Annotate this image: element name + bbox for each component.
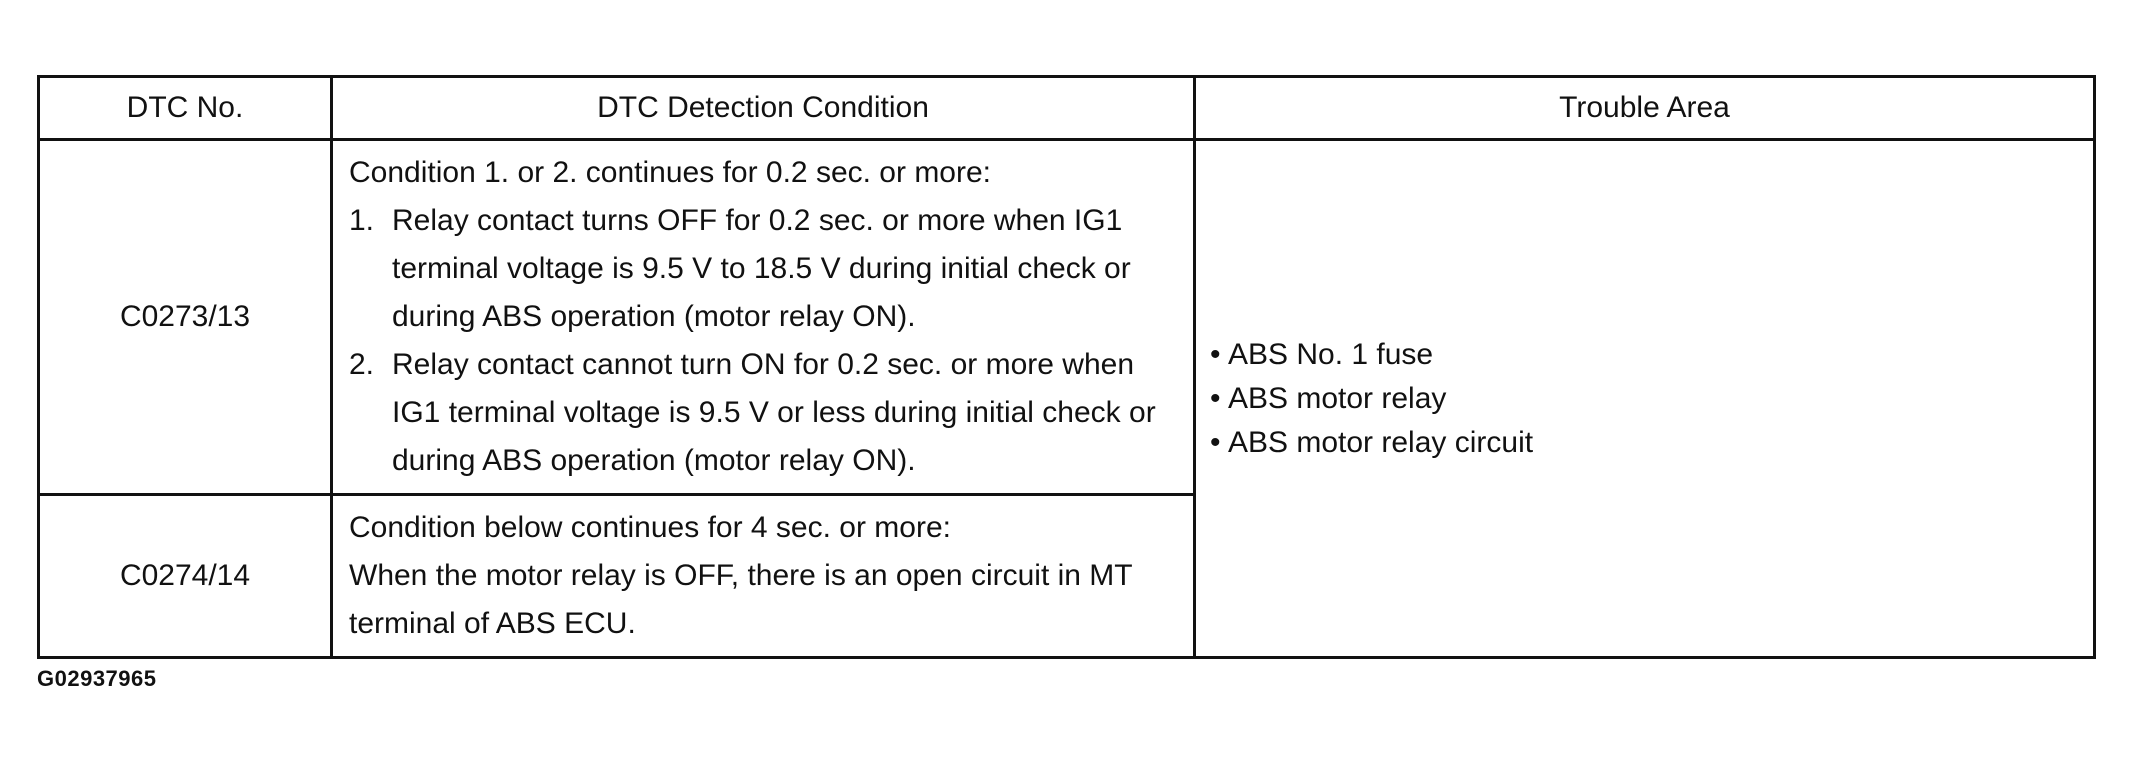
detection-condition-cell: Condition below continues for 4 sec. or …: [330, 493, 1196, 659]
condition-intro: Condition below continues for 4 sec. or …: [349, 511, 951, 544]
dtc-table: DTC No. DTC Detection Condition Trouble …: [37, 75, 2096, 659]
table-row: C0274/14 Condition below continues for 4…: [37, 493, 2095, 659]
condition-item: 2. Relay contact cannot turn ON for 0.2 …: [349, 341, 1183, 485]
trouble-area-cell: • ABS No. 1 fuse • ABS motor relay • ABS…: [1193, 138, 2096, 659]
trouble-area-item: • ABS motor relay circuit: [1210, 421, 2093, 465]
bullet-icon: •: [1210, 337, 1221, 371]
detection-condition-cell: Condition 1. or 2. continues for 0.2 sec…: [330, 138, 1196, 496]
dtc-code-cell: C0274/14: [37, 493, 333, 659]
header-detection-condition: DTC Detection Condition: [330, 75, 1196, 141]
bullet-icon: •: [1210, 425, 1221, 459]
table-header-row: DTC No. DTC Detection Condition Trouble …: [37, 75, 2096, 141]
condition-item-text: Relay contact cannot turn ON for 0.2 sec…: [392, 348, 1156, 477]
trouble-area-list: • ABS No. 1 fuse • ABS motor relay • ABS…: [1210, 333, 2093, 465]
condition-list: 1. Relay contact turns OFF for 0.2 sec. …: [349, 197, 1183, 485]
condition-text: When the motor relay is OFF, there is an…: [349, 559, 1133, 640]
condition-item: 1. Relay contact turns OFF for 0.2 sec. …: [349, 197, 1183, 341]
header-trouble-area: Trouble Area: [1193, 75, 2096, 141]
trouble-area-item: • ABS motor relay: [1210, 377, 2093, 421]
bullet-icon: •: [1210, 381, 1221, 415]
figure-id: G02937965: [37, 666, 157, 691]
table-row: C0273/13 Condition 1. or 2. continues fo…: [37, 138, 2096, 659]
condition-item-number: 2.: [349, 348, 375, 381]
trouble-area-text: ABS motor relay circuit: [1228, 425, 1534, 459]
trouble-area-item: • ABS No. 1 fuse: [1210, 333, 2093, 377]
condition-intro: Condition 1. or 2. continues for 0.2 sec…: [349, 156, 991, 189]
condition-item-text: Relay contact turns OFF for 0.2 sec. or …: [392, 204, 1131, 333]
trouble-area-text: ABS No. 1 fuse: [1228, 337, 1434, 371]
condition-item-number: 1.: [349, 204, 375, 237]
header-dtc-no: DTC No.: [37, 75, 333, 141]
trouble-area-text: ABS motor relay: [1228, 381, 1447, 415]
dtc-code-cell: C0273/13: [37, 138, 333, 496]
